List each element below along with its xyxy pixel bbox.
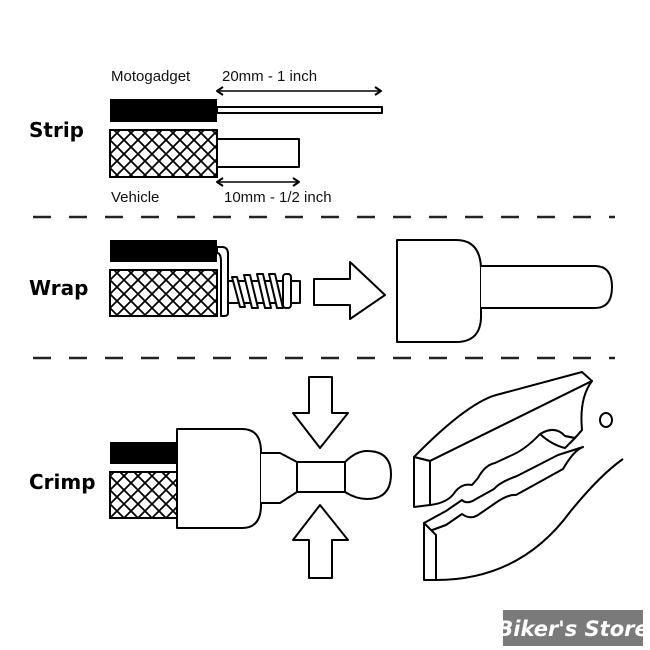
step-wrap: Wrap (29, 239, 613, 343)
step-label-crimp: Crimp (29, 470, 96, 494)
crimping-pliers-icon (413, 371, 624, 581)
bottom-measure-label: 10mm - 1/2 inch (224, 189, 332, 206)
crimp-connector (396, 239, 613, 343)
motogadget-core (216, 106, 383, 114)
crimped-connector (176, 428, 392, 529)
motogadget-label: Motogadget (111, 68, 191, 85)
vehicle-braided-insulation (109, 269, 218, 317)
arrow-down-icon (292, 376, 349, 449)
bent-core-wire (216, 246, 229, 317)
vehicle-core (216, 138, 300, 168)
vehicle-wire (109, 129, 300, 178)
vehicle-label: Vehicle (111, 189, 159, 206)
motogadget-insulation (110, 99, 217, 122)
step-label-wrap: Wrap (29, 276, 88, 300)
vehicle-braided-insulation (109, 129, 218, 178)
motogadget-wire (110, 99, 383, 122)
bottom-measure-arrow (216, 177, 300, 187)
hinge-hole (599, 412, 613, 428)
vehicle-braided-insulation (109, 471, 178, 519)
watermark-text: Biker's Store (497, 617, 648, 641)
top-measure-arrow (216, 86, 382, 96)
motogadget-insulation (110, 240, 217, 262)
arrow-up-icon (292, 504, 349, 579)
step-label-strip: Strip (29, 118, 84, 142)
watermark-background (503, 610, 643, 646)
motogadget-insulation (110, 442, 177, 464)
step-strip: Strip Motogadget 20mm - 1 inch Vehicle 1… (29, 68, 383, 206)
wrapped-coil (227, 273, 301, 309)
arrow-right-icon (313, 261, 386, 320)
top-measure-label: 20mm - 1 inch (222, 68, 317, 85)
step-crimp: Crimp (29, 371, 624, 581)
watermark-logo: Biker's Store (497, 610, 649, 646)
